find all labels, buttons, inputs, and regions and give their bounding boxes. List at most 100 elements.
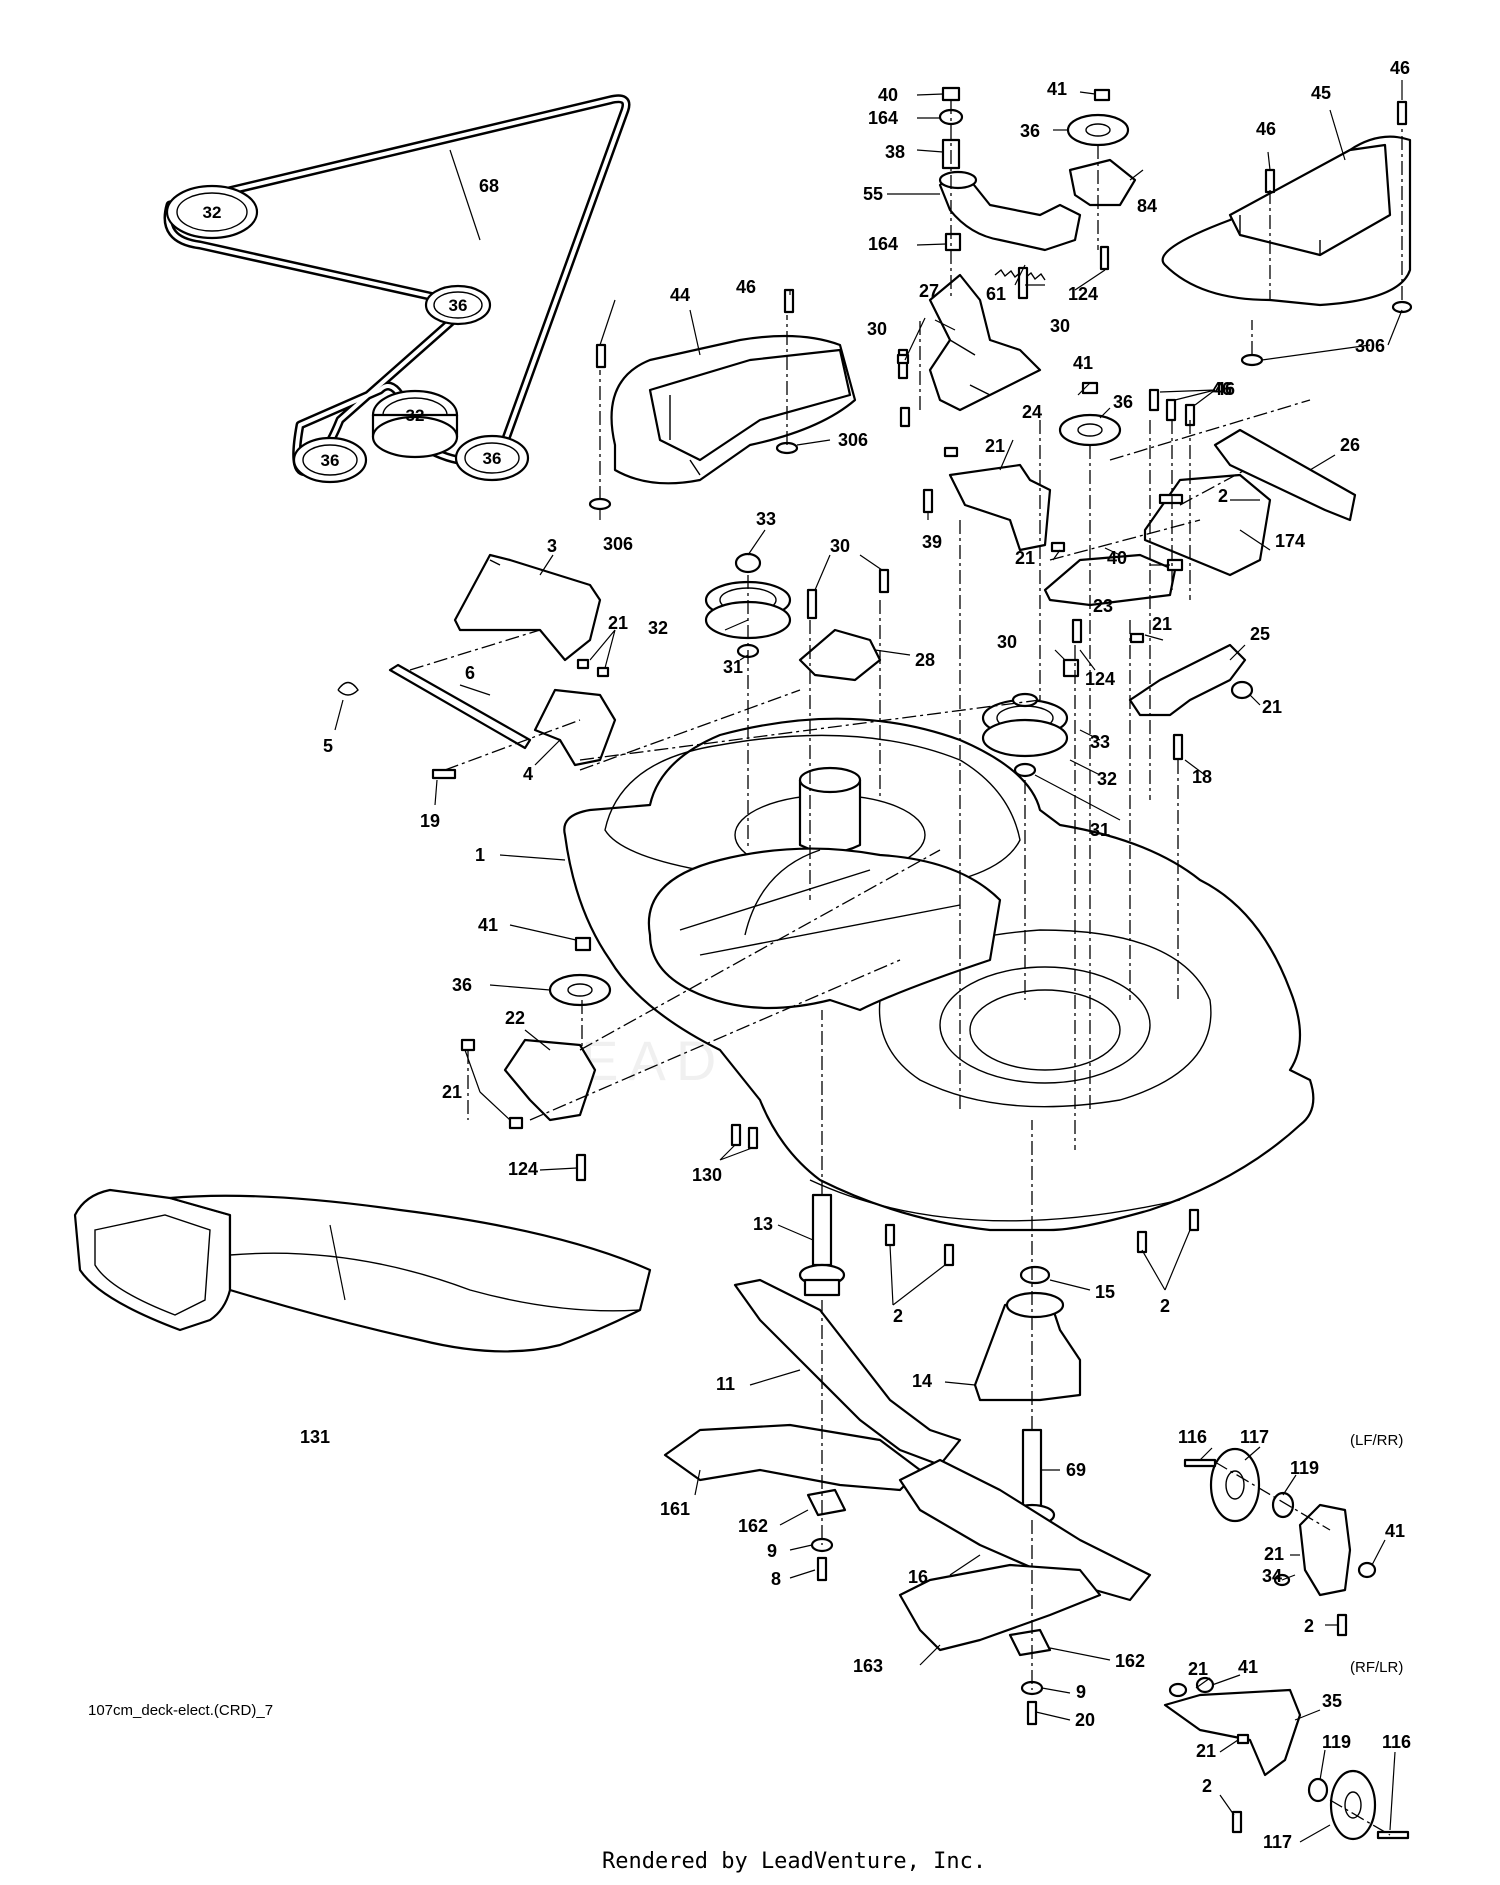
drawing-code: 107cm_deck-elect.(CRD)_7	[88, 1702, 273, 1719]
callout-label: 39	[922, 532, 942, 552]
gauge-wheel-rear	[1307, 1769, 1377, 1841]
callout-label: 22	[505, 1008, 525, 1028]
belt-pulley: 36	[454, 434, 530, 482]
callout-label: 30	[867, 319, 887, 339]
callout-label: 130	[692, 1165, 722, 1185]
callout-label: 4	[523, 764, 533, 784]
callout-label: 131	[300, 1427, 330, 1447]
callout-label: 69	[1066, 1460, 1086, 1480]
callout-label: 30	[830, 536, 850, 556]
blade-washer-162-left	[806, 1488, 847, 1517]
callout-label: 164	[868, 234, 898, 254]
idler-bracket-22	[503, 1038, 597, 1122]
callout-label: 116	[1178, 1427, 1207, 1447]
callout-label: 9	[1076, 1682, 1086, 1702]
callout-label: 306	[838, 430, 868, 450]
callout-label: 28	[915, 650, 935, 670]
bracket-84	[1068, 158, 1137, 207]
pulley-36-mid	[1058, 413, 1122, 447]
wheel-bracket-35	[1163, 1688, 1302, 1777]
callout-label: 306	[1355, 336, 1385, 356]
rod-6	[388, 663, 532, 750]
callout-label: 36	[1020, 121, 1040, 141]
callout-label: 306	[603, 534, 633, 554]
callout-label: 31	[1090, 820, 1110, 840]
bracket-24	[948, 463, 1052, 552]
callout-label: 21	[1152, 614, 1172, 634]
callout-label: 38	[885, 142, 905, 162]
callout-label: 124	[1068, 284, 1098, 304]
svg-text:32: 32	[203, 203, 222, 222]
callout-label: 20	[1075, 1710, 1095, 1730]
footer-credit: Rendered by LeadVenture, Inc.	[602, 1849, 986, 1874]
callout-label: 40	[878, 85, 898, 105]
callout-label: 44	[670, 285, 690, 305]
callout-label: 161	[660, 1499, 690, 1519]
idler-arm-23	[1043, 553, 1177, 607]
callout-label: 119	[1290, 1458, 1319, 1478]
callout-label: 40	[1107, 548, 1127, 568]
callout-label: 19	[420, 811, 440, 831]
callout-label: 163	[853, 1656, 883, 1676]
callout-label: 46	[1390, 58, 1410, 78]
callout-label: 41	[1073, 353, 1093, 373]
callout-label: 41	[478, 915, 498, 935]
callout-label: 116	[1382, 1732, 1411, 1752]
belt-routing-illustration: 32 36 32 36 36	[163, 94, 631, 484]
spindle-housing-14	[973, 1291, 1082, 1402]
callout-label: 26	[1340, 435, 1360, 455]
callout-label: 21	[1015, 548, 1035, 568]
callout-label: 8	[771, 1569, 781, 1589]
callout-label: 2	[1160, 1296, 1170, 1316]
gauge-wheel-front	[1209, 1447, 1295, 1523]
callout-label: 24	[1022, 402, 1042, 422]
spindle-13	[798, 1193, 846, 1297]
callout-label: 21	[1264, 1544, 1284, 1564]
callout-label: 27	[919, 281, 939, 301]
callout-label: 5	[323, 736, 333, 756]
callout-label: 46	[1212, 379, 1232, 399]
callout-label: 36	[1113, 392, 1133, 412]
blade-11	[733, 1278, 962, 1467]
callout-label: 21	[1196, 1741, 1216, 1761]
belt-cover-right	[1161, 135, 1412, 307]
callout-label: 33	[756, 509, 776, 529]
callout-label: 6	[465, 663, 475, 683]
bracket-3	[453, 553, 602, 662]
callout-label: 21	[1188, 1659, 1208, 1679]
svg-text:36: 36	[483, 449, 502, 468]
callout-label: 2	[893, 1306, 903, 1326]
callout-label: 117	[1240, 1427, 1269, 1447]
idler-bracket-27	[928, 273, 1042, 412]
callout-label: 2	[1218, 486, 1228, 506]
discharge-chute	[73, 1188, 652, 1353]
belt-pulley: 32	[165, 184, 259, 240]
bracket-26	[1213, 428, 1357, 522]
callout-label: 32	[1097, 769, 1117, 789]
callout-label: 21	[442, 1082, 462, 1102]
bracket-4	[533, 688, 617, 767]
callout-label: 36	[452, 975, 472, 995]
callout-label: 119	[1322, 1732, 1351, 1752]
callout-label: 30	[1050, 316, 1070, 336]
callout-label: 31	[723, 657, 743, 677]
callout-label: 174	[1275, 531, 1305, 551]
wheel-bracket-34	[1298, 1503, 1352, 1597]
callout-label: 21	[1262, 697, 1282, 717]
position-note-lf-rr: (LF/RR)	[1350, 1432, 1403, 1449]
idler-arm-25	[1128, 643, 1247, 717]
pulley-32-right	[981, 698, 1069, 758]
callout-label: 2	[1202, 1776, 1212, 1796]
callout-label: 30	[997, 632, 1017, 652]
blade-16	[898, 1458, 1152, 1602]
callout-label: 45	[1311, 83, 1331, 103]
belt-pulley: 32	[371, 389, 459, 459]
callout-label: 124	[1085, 669, 1115, 689]
assembly-lines	[409, 100, 1403, 1836]
svg-text:32: 32	[406, 406, 425, 425]
callout-label: 117	[1263, 1832, 1292, 1852]
callout-label: 9	[767, 1541, 777, 1561]
callout-label: 55	[863, 184, 883, 204]
callout-label: 41	[1385, 1521, 1405, 1541]
callout-label: 162	[738, 1516, 768, 1536]
